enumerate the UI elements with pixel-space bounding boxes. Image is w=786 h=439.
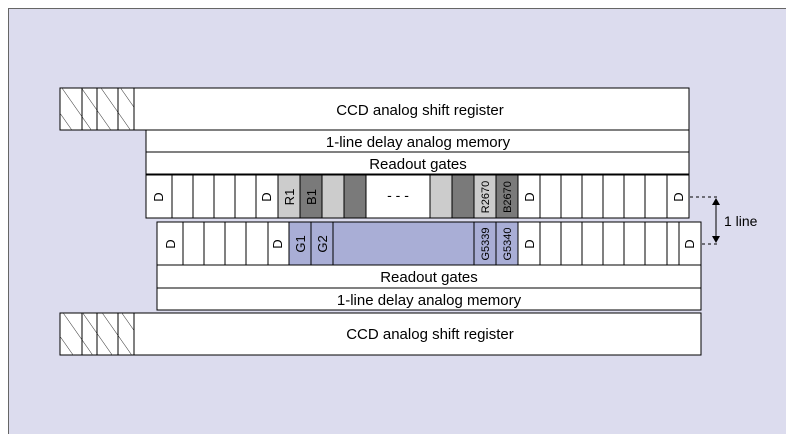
lower-readout-gates-label: Readout gates <box>380 269 478 286</box>
b1-label: B1 <box>304 189 319 205</box>
g2-label: G2 <box>315 235 330 252</box>
pixel-blue <box>452 175 474 218</box>
lower-memory-label: 1-line delay analog memory <box>337 292 522 309</box>
lower-shift-register-label: CCD analog shift register <box>346 326 514 343</box>
top-dummy-label: D <box>671 192 686 201</box>
top-dummy-label: D <box>151 192 166 201</box>
bottom-dummy-label: D <box>163 239 178 248</box>
bottom-dummy-label: D <box>682 239 697 248</box>
upper-shift-register-label: CCD analog shift register <box>336 102 504 119</box>
panel-background <box>9 9 786 435</box>
bottom-dummy-label: D <box>270 239 285 248</box>
pixel-red <box>322 175 344 218</box>
g5339-label: G5339 <box>480 227 492 260</box>
pixel-blue <box>344 175 366 218</box>
lower-shift-register: CCD analog shift register <box>60 313 701 355</box>
pixel-red <box>430 175 452 218</box>
b2670-label: B2670 <box>502 181 514 213</box>
g1-label: G1 <box>293 235 308 252</box>
g5340-label: G5340 <box>502 227 514 260</box>
upper-shift-register: CCD analog shift register <box>60 88 689 130</box>
r1-label: R1 <box>282 189 297 206</box>
upper-readout-gates-label: Readout gates <box>369 156 467 173</box>
offset-label: 1 line <box>724 213 758 229</box>
r2670-label: R2670 <box>480 181 492 213</box>
bottom-dummy-label: D <box>522 239 537 248</box>
top-dummy-label: D <box>259 192 274 201</box>
pixel-green-span <box>333 222 474 265</box>
top-pixel-row: D D R1 B1 - - - R2670 B2670 D D <box>146 175 689 218</box>
upper-memory-label: 1-line delay analog memory <box>326 134 511 151</box>
bottom-pixel-row: D D G1 G2 G5339 G5340 D D <box>157 222 701 265</box>
top-dummy-label: D <box>522 192 537 201</box>
ellipsis-label: - - - <box>387 187 409 203</box>
